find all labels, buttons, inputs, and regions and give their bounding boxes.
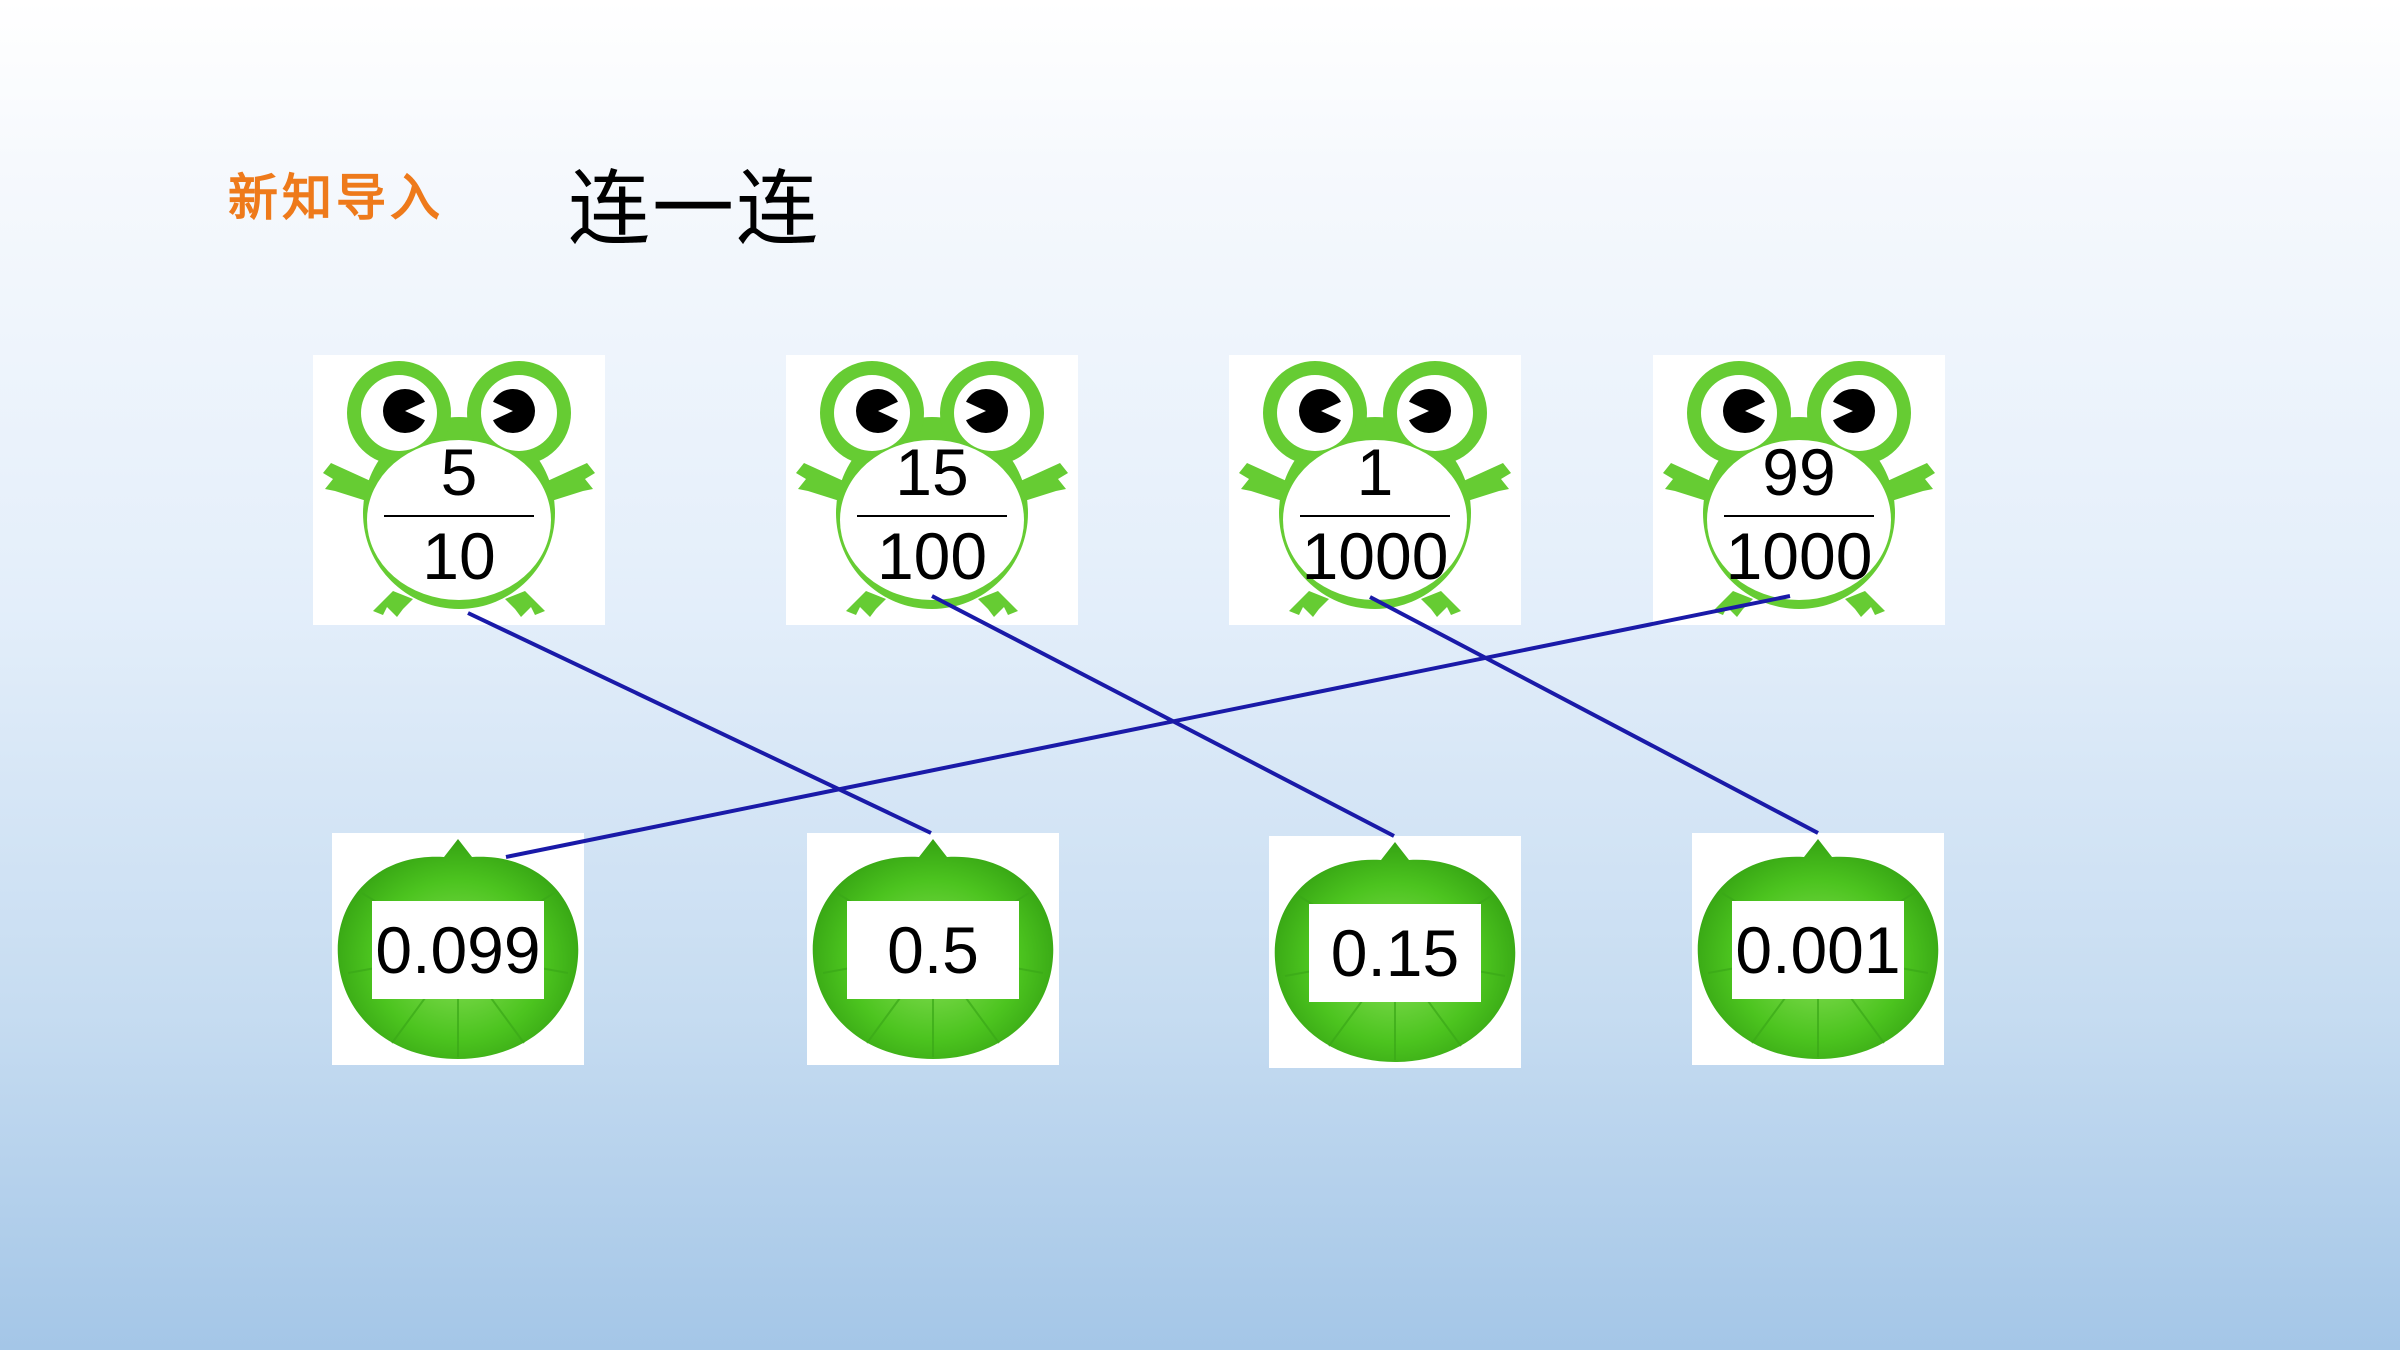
frog-icon: [323, 361, 595, 617]
fraction-bar: [384, 515, 534, 517]
connection-line-4: [505, 594, 1791, 859]
frog-card-4[interactable]: 99 1000: [1653, 355, 1945, 625]
decimal-value: 0.15: [1309, 904, 1481, 1002]
fraction: 99 1000: [1699, 439, 1899, 589]
fraction: 15 100: [832, 439, 1032, 589]
connection-line-3: [1369, 595, 1819, 835]
page-title: 连一连: [568, 162, 821, 257]
decimal-value: 0.099: [372, 901, 544, 999]
fraction-bar: [1724, 515, 1874, 517]
fraction-denominator: 1000: [1301, 519, 1449, 593]
frog-icon: [1239, 361, 1511, 617]
connection-line-1: [467, 611, 932, 835]
frog-icon: [796, 361, 1068, 617]
leaf-card-1[interactable]: 0.099: [332, 833, 584, 1065]
fraction-denominator: 100: [876, 519, 988, 593]
fraction-bar: [1300, 515, 1450, 517]
fraction: 1 1000: [1275, 439, 1475, 589]
fraction-numerator: 99: [1762, 435, 1836, 509]
decimal-value: 0.5: [847, 901, 1019, 999]
fraction-numerator: 5: [440, 435, 478, 509]
decimal-value: 0.001: [1732, 901, 1904, 999]
fraction-numerator: 15: [895, 435, 969, 509]
fraction: 5 10: [359, 439, 559, 589]
frog-card-3[interactable]: 1 1000: [1229, 355, 1521, 625]
leaf-card-2[interactable]: 0.5: [807, 833, 1059, 1065]
frog-card-1[interactable]: 5 10: [313, 355, 605, 625]
leaf-card-3[interactable]: 0.15: [1269, 836, 1521, 1068]
fraction-denominator: 10: [422, 519, 496, 593]
fraction-numerator: 1: [1356, 435, 1394, 509]
connection-line-2: [931, 594, 1395, 838]
frog-card-2[interactable]: 15 100: [786, 355, 1078, 625]
fraction-bar: [857, 515, 1007, 517]
leaf-card-4[interactable]: 0.001: [1692, 833, 1944, 1065]
fraction-denominator: 1000: [1725, 519, 1873, 593]
section-tag: 新知导入: [228, 169, 444, 227]
frog-icon: [1663, 361, 1935, 617]
